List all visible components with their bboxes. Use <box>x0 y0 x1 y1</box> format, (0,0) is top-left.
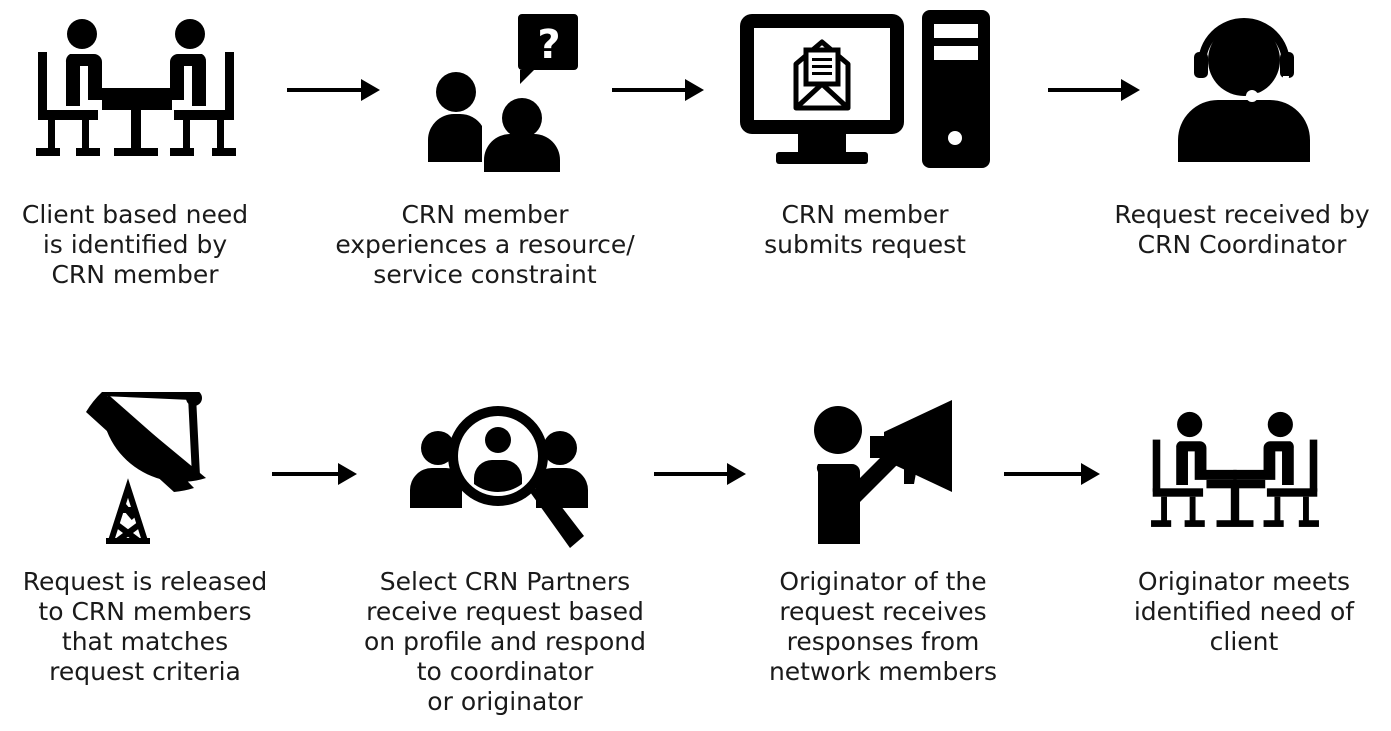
step-4-label: Request received by CRN Coordinator <box>1096 200 1388 260</box>
label-line: or originator <box>427 687 583 716</box>
satellite-dish-icon <box>72 392 220 544</box>
label-line: to coordinator <box>416 657 594 686</box>
step-8-label: Originator meets identified need of clie… <box>1100 567 1388 657</box>
label-line: client <box>1209 627 1279 656</box>
label-line: Originator of the <box>779 567 987 596</box>
label-line: service constraint <box>373 260 597 289</box>
label-line: experiences a resource/ <box>335 230 635 259</box>
label-line: responses from <box>786 627 980 656</box>
meeting-icon <box>30 12 242 162</box>
label-line: receive request based <box>366 597 644 626</box>
flow-arrow <box>654 462 746 486</box>
svg-text:?: ? <box>537 22 560 68</box>
flow-arrow <box>287 78 380 102</box>
label-line: identified need of <box>1133 597 1355 626</box>
label-line: to CRN members <box>38 597 252 626</box>
flow-arrow <box>272 462 357 486</box>
headset-operator-icon <box>1178 12 1310 162</box>
flow-arrow <box>1048 78 1140 102</box>
label-line: CRN Coordinator <box>1137 230 1347 259</box>
label-line: Client based need <box>21 200 249 229</box>
label-line: Originator meets <box>1137 567 1351 596</box>
label-line: on profile and respond <box>364 627 646 656</box>
step-6-label: Select CRN Partners receive request base… <box>340 567 670 717</box>
label-line: CRN member <box>781 200 949 229</box>
flow-arrow <box>612 78 704 102</box>
step-1-label: Client based need is identified by CRN m… <box>0 200 270 290</box>
label-line: CRN member <box>401 200 569 229</box>
label-line: network members <box>768 657 998 686</box>
label-line: is identified by <box>42 230 228 259</box>
label-line: Request received by <box>1114 200 1370 229</box>
step-7-label: Originator of the request receives respo… <box>738 567 1028 687</box>
people-question-icon: ? <box>428 12 580 174</box>
flow-arrow <box>1004 462 1100 486</box>
label-line: that matches <box>61 627 229 656</box>
step-5-label: Request is released to CRN members that … <box>0 567 290 687</box>
people-search-icon <box>408 398 590 548</box>
step-3-label: CRN member submits request <box>725 200 1005 260</box>
label-line: Request is released <box>22 567 268 596</box>
label-line: CRN member <box>51 260 219 289</box>
label-line: Select CRN Partners <box>379 567 631 596</box>
megaphone-person-icon <box>812 392 958 544</box>
step-2-label: CRN member experiences a resource/ servi… <box>320 200 650 290</box>
label-line: request receives <box>779 597 987 626</box>
meeting-icon <box>1146 406 1324 532</box>
label-line: submits request <box>764 230 966 259</box>
computer-email-icon <box>740 10 990 168</box>
label-line: request criteria <box>49 657 241 686</box>
